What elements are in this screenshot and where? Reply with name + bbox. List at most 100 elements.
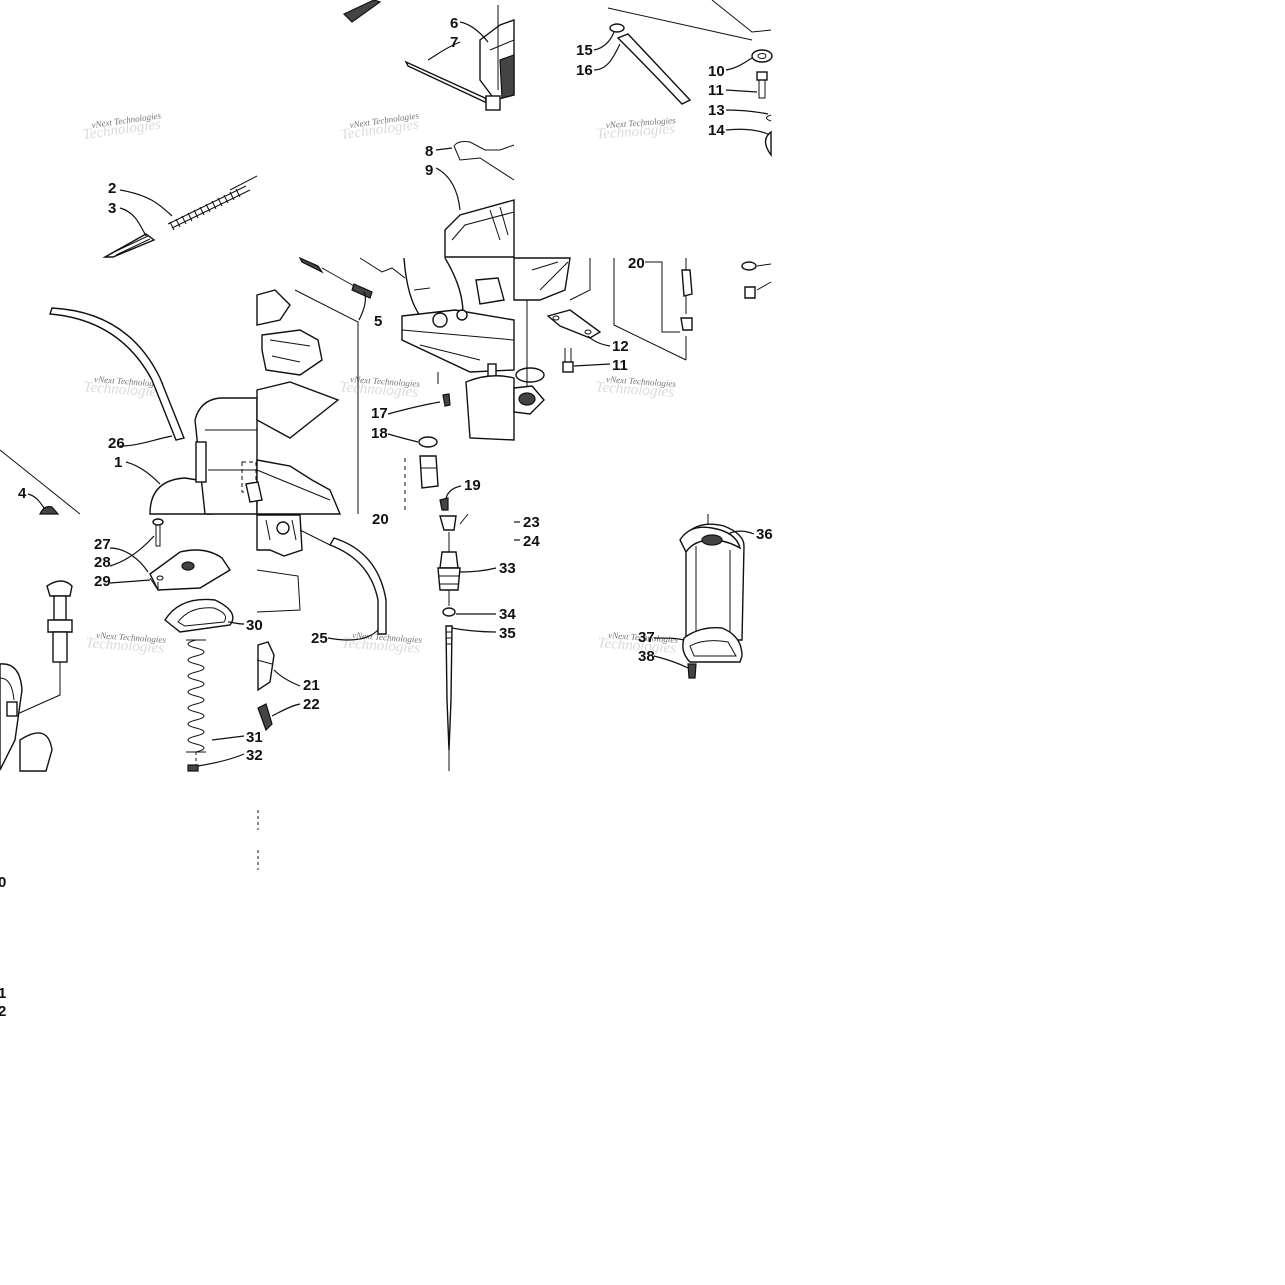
watermark-text: vNext Technologies	[350, 374, 421, 389]
watermark: Technologies vNext Technologies	[596, 115, 676, 143]
cap-gasket	[164, 598, 234, 633]
watermark-text: Technologies	[598, 887, 678, 911]
watermark-text: vNext Technologies	[605, 115, 676, 130]
jet-needle-holder	[437, 551, 461, 591]
vent-hose	[616, 33, 692, 105]
callout-label: 22	[303, 696, 320, 713]
carb-body-lower-left	[256, 514, 331, 613]
watermark-text: vNext Technologies	[96, 630, 167, 645]
jet-needle	[445, 625, 453, 751]
slide-plate	[682, 627, 743, 663]
callout-label: 15	[576, 42, 593, 59]
watermark: Technologies vNext Technologies	[83, 374, 165, 401]
callout-label: 35	[499, 625, 516, 642]
bolt	[562, 348, 574, 373]
slide-screw	[687, 663, 697, 679]
callout-label: 6	[450, 15, 458, 32]
washer	[741, 261, 757, 271]
callout-label: 13	[708, 102, 725, 119]
watermark-text: vNext Technologies	[606, 374, 677, 389]
jet-holder	[465, 375, 515, 441]
callout-label: 20	[628, 255, 645, 272]
callout-label: 12	[612, 338, 629, 355]
o-ring	[418, 436, 438, 448]
pilot-screw	[102, 233, 156, 258]
callout-label: 14	[708, 122, 725, 139]
float-bowl-lower	[513, 257, 571, 301]
choke-plunger	[14, 580, 73, 716]
jet-screw	[442, 393, 451, 407]
callout-label: 1	[114, 454, 122, 471]
cap-screw	[152, 518, 164, 547]
washer	[751, 49, 773, 63]
callout-label: 18	[371, 425, 388, 442]
callout-label: 20	[372, 511, 389, 528]
idle-screw	[298, 256, 373, 299]
callout-label: 9	[425, 162, 433, 179]
watermark-text: vNext Technologies	[608, 630, 679, 645]
watermark: Technologies vNext Technologies	[597, 630, 679, 657]
tile-bottom-left: 27 28 29 30 31 32	[0, 518, 263, 772]
float-needle-valve	[613, 258, 693, 361]
callout-label: 17	[371, 405, 388, 422]
needle-washer	[442, 607, 456, 617]
watermark: Technologies vNext Technologies	[82, 110, 162, 143]
callout-fragment: 0	[0, 874, 6, 891]
callout-label: 24	[523, 533, 540, 550]
callout-label: 19	[464, 477, 481, 494]
spring-seat	[187, 764, 199, 772]
tile-mid-center: 5 17 18 19 20	[241, 256, 515, 528]
float-assembly	[401, 257, 515, 381]
callout-label: 28	[94, 554, 111, 571]
watermark-text: Technologies	[339, 379, 419, 400]
watermark-text: Technologies	[342, 887, 422, 911]
watermark-text: Technologies	[341, 635, 421, 656]
callout-label: 30	[246, 617, 263, 634]
callout-label: 32	[246, 747, 263, 764]
callout-label: 23	[523, 514, 540, 531]
callout-label: 16	[576, 62, 593, 79]
carb-body-top	[479, 5, 515, 111]
watermark-text: vNext Technologies	[607, 881, 678, 898]
diaphragm-cover	[261, 329, 323, 376]
callout-fragment: 1	[0, 985, 6, 1002]
callout-label: 21	[303, 677, 320, 694]
bowl-o-ring	[515, 367, 545, 383]
overflow-hose	[49, 307, 185, 441]
gasket	[256, 381, 340, 439]
throttle-stop-screw	[39, 506, 60, 515]
top-cap	[149, 549, 231, 591]
watermark-text: Technologies	[86, 885, 166, 909]
tile-mid-right: 12 11 20	[513, 255, 772, 415]
watermark: Technologies vNext Technologies	[340, 110, 420, 143]
watermark-text: Technologies	[596, 121, 676, 142]
callout-label: 25	[311, 630, 328, 647]
watermark-text: Technologies	[83, 379, 163, 400]
tile-top-right: 15 16 10 11 13 14	[576, 0, 773, 158]
drain-hose	[328, 537, 387, 635]
needle-clip	[439, 515, 457, 531]
callout-label: 27	[94, 536, 111, 553]
tile-bottom-center: 21 22 25 33 34 35 23 24	[256, 513, 540, 771]
callout-label: 29	[94, 573, 111, 590]
watermark-text: vNext Technologies	[95, 879, 166, 896]
tile-top-center: 6 7 8 9	[342, 0, 515, 258]
callout-label: 10	[708, 63, 725, 80]
needle-jet	[419, 455, 439, 489]
bolt	[756, 71, 768, 99]
callout-label: 4	[18, 485, 27, 502]
callout-label: 33	[499, 560, 516, 577]
callout-label: 38	[638, 648, 655, 665]
watermark-text: vNext Technologies	[351, 881, 422, 898]
watermark-text: vNext Technologies	[94, 374, 165, 389]
hose-clip	[609, 23, 625, 33]
watermark-text: Technologies	[595, 379, 675, 400]
callout-label: 3	[108, 200, 116, 217]
callout-label: 8	[425, 143, 433, 160]
callout-label: 26	[108, 435, 125, 452]
watermark: Technologies vNext Technologies	[595, 374, 677, 401]
watermark-text: vNext Technologies	[352, 630, 423, 645]
callout-label: 31	[246, 729, 263, 746]
callout-fragment: 2	[0, 1003, 6, 1020]
